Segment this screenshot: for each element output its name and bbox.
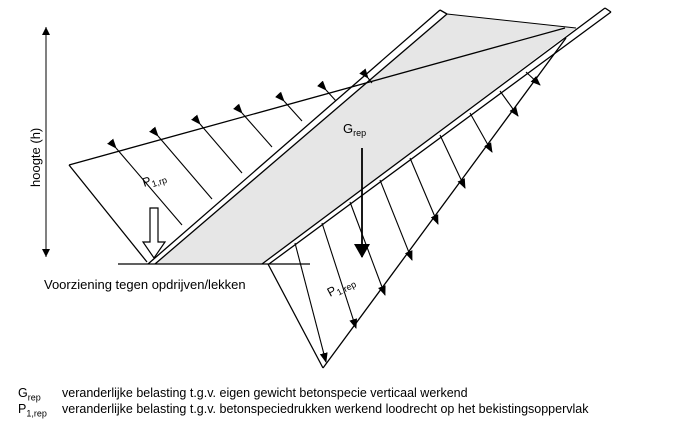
legend-description-g-rep: veranderlijke belasting t.g.v. eigen gew… xyxy=(62,386,468,400)
left-formwork-panel xyxy=(147,9,448,265)
left-pressure-diagram xyxy=(68,27,566,263)
provision-caption: Voorziening tegen opdrijven/lekken xyxy=(44,277,246,292)
height-dimension xyxy=(42,27,50,257)
p1-rp-label: P1,rp xyxy=(141,169,169,192)
legend-symbol-p1-rep: P1,rep xyxy=(18,402,47,419)
concrete-top-line xyxy=(446,13,577,29)
g-rep-label: Grep xyxy=(343,121,366,138)
left-pressure-arrows xyxy=(107,68,373,226)
concrete-body xyxy=(155,14,576,264)
anchor-arrow-icon xyxy=(141,207,167,260)
legend-row-g-rep: Grep veranderlijke belasting t.g.v. eigen… xyxy=(18,386,468,403)
legend-row-p1-rep: P1,rep veranderlijke belasting t.g.v. bet… xyxy=(18,402,588,419)
p1-rep-label: P1,rep xyxy=(325,274,358,302)
right-pressure-diagram xyxy=(267,37,567,369)
legend-description-p1-rep: veranderlijke belasting t.g.v. betonspec… xyxy=(62,402,589,416)
height-label: hoogte (h) xyxy=(28,128,43,187)
legend-symbol-g-rep: Grep xyxy=(18,386,41,403)
